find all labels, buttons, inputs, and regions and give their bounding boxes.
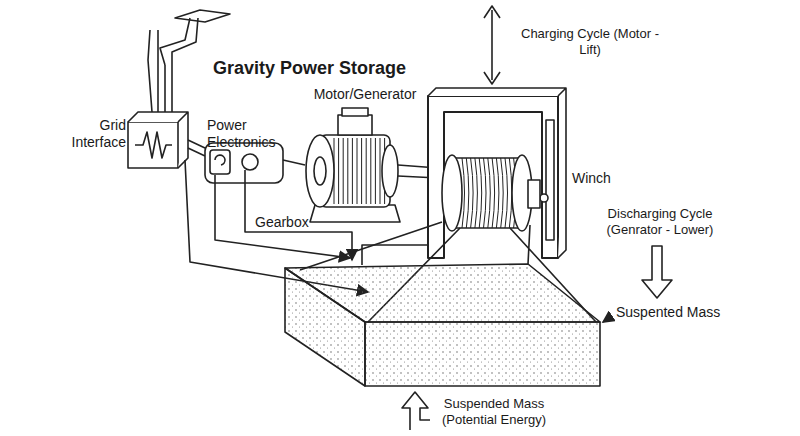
- motor-fin: [366, 138, 367, 204]
- cable-winding: [462, 158, 465, 228]
- motor-endcap: [314, 157, 326, 185]
- motor-flange: [382, 145, 398, 197]
- mass-label: Suspented Mass: [616, 304, 746, 321]
- motor-fin: [343, 138, 344, 204]
- meter-icon: [242, 154, 258, 170]
- cable-winding: [471, 158, 474, 228]
- pylon-wire: [160, 18, 190, 65]
- motor-fin: [347, 138, 348, 204]
- cable-winding: [501, 158, 504, 228]
- cable-winding: [505, 158, 508, 228]
- winch-frame: [428, 96, 558, 258]
- motor-fin: [370, 138, 371, 204]
- leader-arrow: [603, 316, 612, 322]
- motor-fin: [380, 138, 381, 204]
- motor-fin: [352, 138, 353, 204]
- suspended-mass: [285, 268, 365, 386]
- grid-interface-box: [128, 122, 178, 168]
- winch-drum-flange: [442, 155, 462, 231]
- charge-arrow: [484, 6, 500, 84]
- terminal-box: [338, 115, 372, 135]
- motor-fin: [338, 138, 339, 204]
- suspended-mass: [365, 322, 600, 386]
- charging-cycle-label: Charging Cycle (Motor - Lift): [520, 26, 660, 57]
- power-electronics-label: Power Electronics: [207, 117, 289, 151]
- converter-icon: [215, 155, 225, 165]
- pylon-wire: [172, 18, 198, 70]
- cable-winding: [492, 158, 495, 228]
- winch-bolt: [540, 194, 548, 202]
- grid-wire: [165, 65, 172, 112]
- winch-slot: [546, 120, 554, 240]
- motor-generator-label: Motor/Generator: [300, 86, 430, 103]
- discharging-cycle-label: Discharging Cycle (Genrator - Lower): [580, 206, 740, 237]
- wire: [283, 160, 305, 165]
- pylon-top: [175, 10, 230, 22]
- cable-winding: [496, 158, 499, 228]
- motor-fin: [357, 138, 358, 204]
- motor-fin: [375, 138, 376, 204]
- terminal-box: [342, 108, 368, 116]
- cable-winding: [488, 158, 491, 228]
- motor-endcap: [306, 135, 334, 207]
- winch-label: Winch: [572, 170, 632, 187]
- converter-icon: [210, 150, 230, 174]
- grid-interface-label: Grid Interface: [64, 117, 126, 151]
- cable-winding: [484, 158, 487, 228]
- discharge-arrow: [642, 246, 672, 298]
- wire: [188, 140, 205, 156]
- grid-interface-box: [128, 112, 188, 168]
- grid-interface-symbol: [135, 132, 172, 158]
- cable-winding: [475, 158, 478, 228]
- cable-winding: [479, 158, 482, 228]
- grid-wire: [157, 30, 159, 112]
- potential-arrow: [402, 392, 430, 430]
- gearbox-label: Gearbox: [255, 214, 325, 231]
- winch-bearing: [528, 180, 540, 208]
- diagram-title: Gravity Power Storage: [213, 58, 406, 79]
- potential-energy-label: Suspended Mass (Potential Energy): [432, 396, 556, 427]
- cable-winding: [466, 158, 469, 228]
- winch-frame: [428, 88, 566, 258]
- motor-fin: [361, 138, 362, 204]
- charge-arrow: [491, 10, 493, 80]
- grid-wire: [148, 30, 152, 112]
- motor-fins: [334, 138, 385, 204]
